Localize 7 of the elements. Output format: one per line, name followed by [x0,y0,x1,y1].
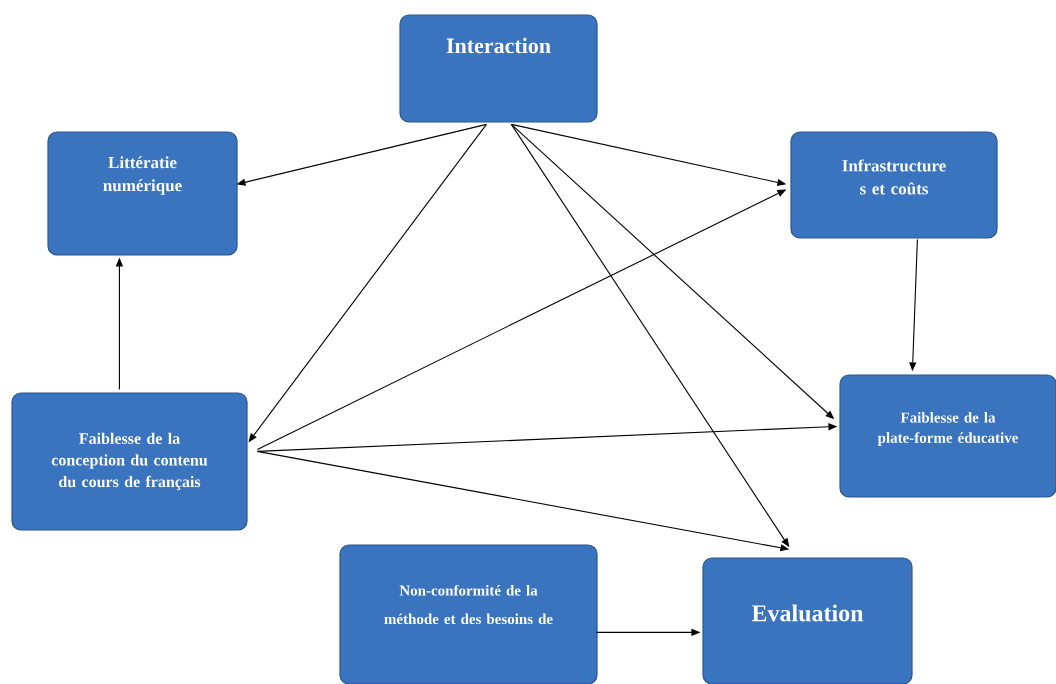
process-box: Non-conformité de la méthode et des besoins de [339,544,598,684]
process-box: Faiblesse de la conception du contenu du cours de français [11,392,248,531]
process-box: Infrastructure s et coûts [790,131,998,239]
process-box: Evaluation [702,557,913,684]
process-box: Littératie numérique [47,131,238,256]
process-box: Interaction [399,14,598,123]
process-box: Faiblesse de la plate-forme éducative [839,374,1056,498]
